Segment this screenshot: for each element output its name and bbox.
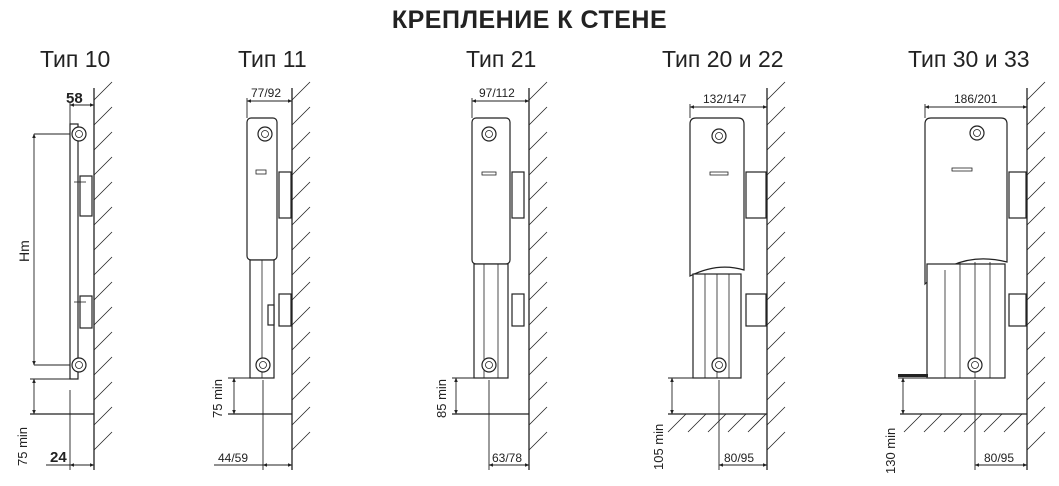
wall	[228, 81, 311, 470]
type-11-drawing: 77/92 75 min 44/59	[210, 81, 311, 470]
width-dim: 77/92	[251, 86, 281, 100]
type-20-22-label: Тип 20 и 22	[662, 46, 784, 72]
side-dim: 63/78	[492, 451, 522, 465]
type-20-22-drawing: 132/147 105 min 80/95	[651, 81, 786, 470]
side-dim: 24	[50, 449, 67, 466]
width-dim: 58	[66, 90, 83, 107]
width-dim: 132/147	[703, 92, 747, 106]
dimensions	[668, 104, 768, 470]
floor-dim: 130 min	[883, 428, 898, 474]
wall	[900, 81, 1046, 470]
width-dim: 186/201	[954, 92, 998, 106]
floor-dim: 105 min	[651, 424, 666, 470]
wall	[93, 81, 113, 470]
floor-dim: 75 min	[15, 427, 30, 466]
type-11-label: Тип 11	[238, 46, 307, 72]
floor-dim: 75 min	[210, 379, 225, 418]
type-10-drawing: 58 Hm 75 min 24	[15, 81, 113, 470]
dimensions	[30, 102, 95, 470]
side-dim: 80/95	[724, 451, 754, 465]
dimensions	[452, 98, 530, 470]
dimensions	[898, 104, 1028, 470]
page-title: КРЕПЛЕНИЕ К СТЕНЕ	[391, 6, 668, 34]
side-dim: 80/95	[984, 451, 1014, 465]
floor-dim: 85 min	[434, 379, 449, 418]
radiator	[689, 117, 767, 379]
radiator	[246, 117, 292, 379]
radiator	[471, 117, 525, 379]
wall	[452, 81, 548, 470]
type-21-drawing: 97/112 85 min 63/78	[434, 81, 548, 470]
side-dim: 44/59	[218, 451, 248, 465]
type-30-33-drawing: 186/201 130 min 80/95	[883, 81, 1046, 474]
type-30-33-label: Тип 30 и 33	[908, 46, 1030, 72]
type-10-label: Тип 10	[40, 46, 111, 72]
radiator	[69, 123, 93, 380]
height-label: Hm	[16, 240, 32, 262]
type-21-label: Тип 21	[466, 46, 537, 72]
dimensions	[214, 98, 293, 470]
width-dim: 97/112	[479, 86, 515, 100]
wall	[667, 81, 786, 470]
radiator	[898, 117, 1027, 379]
